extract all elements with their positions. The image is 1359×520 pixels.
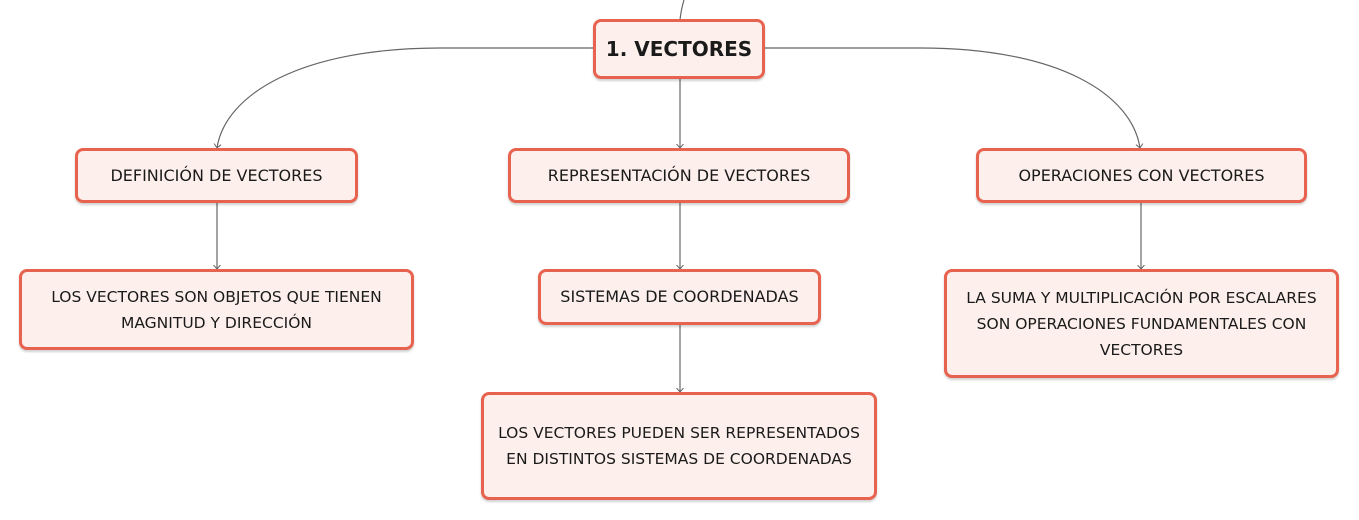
connector-root-definicion [217,47,593,148]
branch-node-definicion[interactable]: DEFINICIÓN DE VECTORES [75,148,358,203]
connector-root-operaciones [765,47,1140,148]
leaf-node-definicion-label: LOS VECTORES SON OBJETOS QUE TIENEN MAGN… [51,287,382,332]
branch-node-operaciones[interactable]: OPERACIONES CON VECTORES [976,148,1307,203]
leaf-node-definicion[interactable]: LOS VECTORES SON OBJETOS QUE TIENEN MAGN… [19,269,414,350]
branch-node-operaciones-label: OPERACIONES CON VECTORES [1018,165,1265,185]
connector-incoming [679,0,685,21]
child-node-sistemas[interactable]: SISTEMAS DE COORDENADAS [538,269,821,325]
root-node[interactable]: 1. VECTORES [593,19,765,79]
leaf-node-sistemas[interactable]: LOS VECTORES PUEDEN SER REPRESENTADOS EN… [481,392,877,500]
leaf-node-operaciones[interactable]: LA SUMA Y MULTIPLICACIÓN POR ESCALARES S… [944,269,1339,378]
child-node-sistemas-label: SISTEMAS DE COORDENADAS [560,287,799,306]
branch-node-representacion[interactable]: REPRESENTACIÓN DE VECTORES [508,148,850,203]
leaf-node-operaciones-label: LA SUMA Y MULTIPLICACIÓN POR ESCALARES S… [966,288,1317,359]
branch-node-definicion-label: DEFINICIÓN DE VECTORES [110,165,323,185]
branch-node-representacion-label: REPRESENTACIÓN DE VECTORES [547,165,811,185]
root-node-label: 1. VECTORES [605,37,753,61]
leaf-node-sistemas-label: LOS VECTORES PUEDEN SER REPRESENTADOS EN… [498,424,860,468]
